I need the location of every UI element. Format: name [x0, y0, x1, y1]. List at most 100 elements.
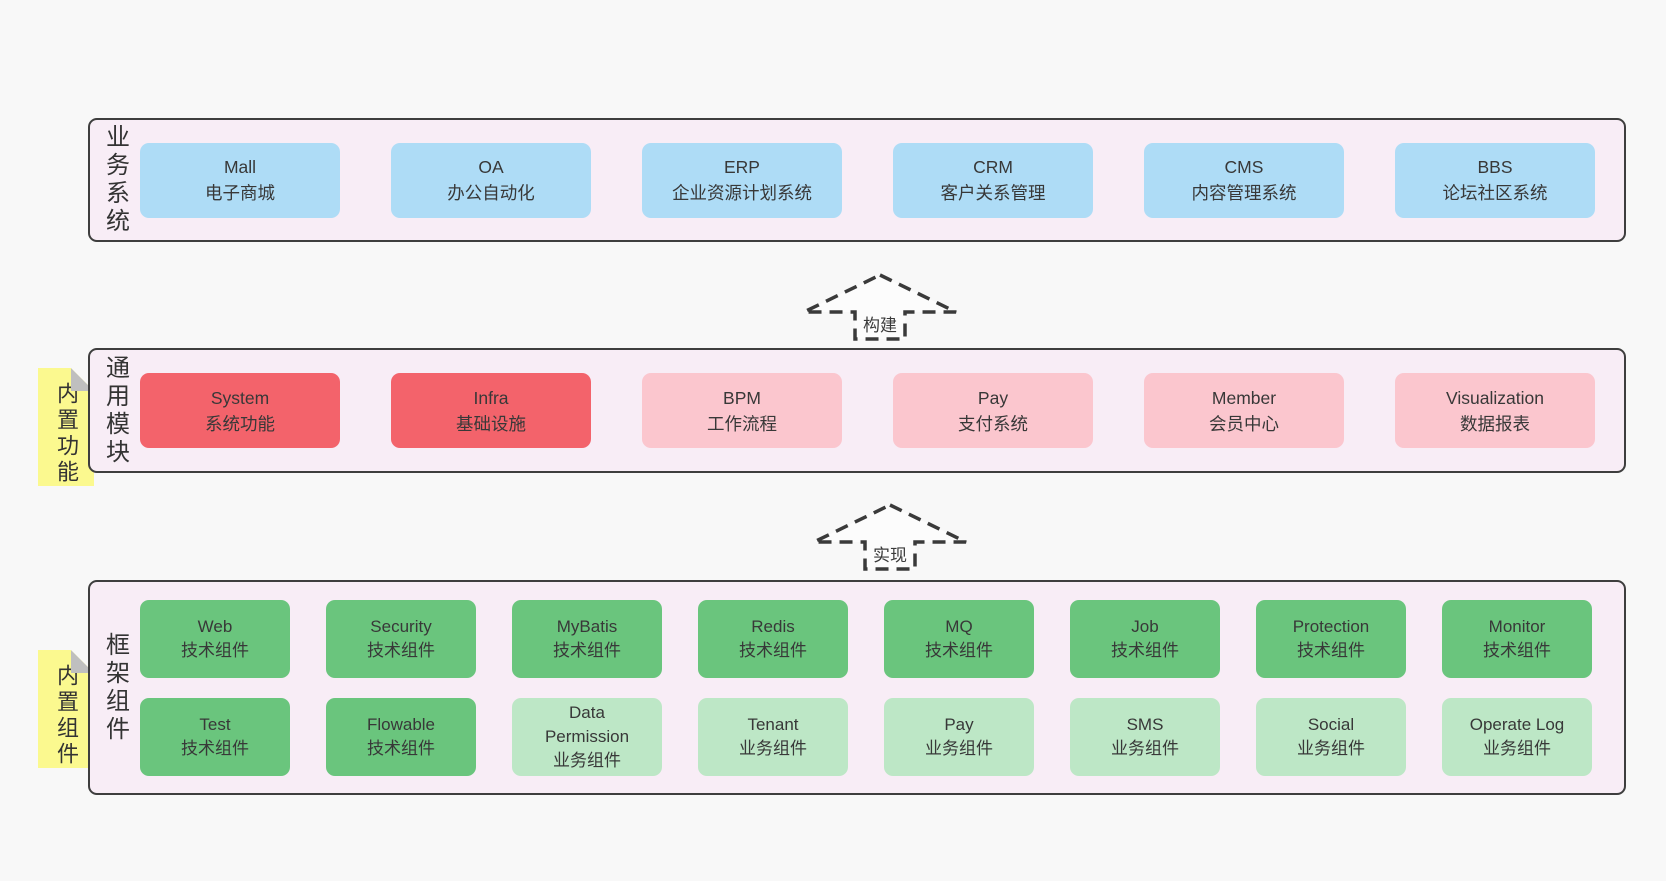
box-tenant: Tenant 业务组件 [698, 697, 848, 776]
band-label-business-systems: 业务系统 [101, 124, 129, 236]
box-mybatis: MyBatis 技术组件 [512, 599, 662, 678]
sticky-note-label: 内置功能 [54, 382, 79, 486]
arrow-up-icon [803, 273, 957, 341]
box-title: SMS [1126, 714, 1164, 734]
box-operate-log: Operate Log 业务组件 [1442, 697, 1592, 776]
band-business-systems: 业务系统 Mall 电子商城 OA 办公自动化 ERP 企业资源计划系统 CRM… [88, 118, 1626, 242]
box-subtitle: 业务组件 [1483, 738, 1551, 758]
sticky-note-built-in-features: 内置功能 [38, 368, 94, 486]
box-bbs: BBS 论坛社区系统 [1395, 142, 1595, 218]
box-subtitle: 数据报表 [1460, 413, 1530, 434]
box-web: Web 技术组件 [140, 599, 290, 678]
box-test: Test 技术组件 [140, 697, 290, 776]
box-subtitle: 技术组件 [739, 640, 807, 660]
box-job: Job 技术组件 [1070, 599, 1220, 678]
common-modules-row: System 系统功能 Infra 基础设施 BPM 工作流程 Pay 支付系统… [140, 373, 1624, 448]
box-mq: MQ 技术组件 [884, 599, 1034, 678]
box-subtitle: 客户关系管理 [940, 183, 1046, 203]
band-framework-components: 框架组件 Web 技术组件 Security 技术组件 MyBatis 技术组件… [88, 580, 1626, 795]
box-title: Test [199, 714, 231, 734]
box-subtitle: 业务组件 [1297, 738, 1365, 758]
box-oa: OA 办公自动化 [391, 142, 591, 218]
box-subtitle: 技术组件 [181, 738, 249, 758]
box-security: Security 技术组件 [326, 599, 476, 678]
box-cms: CMS 内容管理系统 [1144, 142, 1344, 218]
box-infra: Infra 基础设施 [391, 373, 591, 448]
framework-components-rows: Web 技术组件 Security 技术组件 MyBatis 技术组件 Redi… [140, 599, 1624, 776]
box-bpm: BPM 工作流程 [642, 373, 842, 448]
box-title: BBS [1477, 157, 1513, 177]
box-title: Mall [223, 157, 257, 177]
box-subtitle: 内容管理系统 [1191, 183, 1297, 203]
box-sms: SMS 业务组件 [1070, 697, 1220, 776]
box-title: Infra [473, 387, 509, 408]
box-subtitle: 业务组件 [739, 738, 807, 758]
arrow-implement: 实现 [810, 502, 970, 572]
box-subtitle: 技术组件 [367, 738, 435, 758]
box-subtitle: 技术组件 [367, 640, 435, 660]
box-title: Web [197, 616, 233, 636]
box-social: Social 业务组件 [1256, 697, 1406, 776]
arrow-build-label: 构建 [860, 310, 900, 337]
band-label-framework-components: 框架组件 [101, 631, 129, 744]
box-title: Member [1211, 387, 1277, 408]
box-title: Monitor [1488, 616, 1546, 636]
box-title: MQ [945, 616, 973, 636]
box-pay: Pay 支付系统 [893, 373, 1093, 448]
box-subtitle: 技术组件 [1483, 640, 1551, 660]
box-flowable: Flowable 技术组件 [326, 697, 476, 776]
box-title: Social [1307, 714, 1355, 734]
box-data-permission: Data Permission 业务组件 [512, 697, 662, 776]
band-label-common-modules: 通用模块 [101, 354, 129, 467]
box-subtitle: 技术组件 [1297, 640, 1365, 660]
box-redis: Redis 技术组件 [698, 599, 848, 678]
box-visualization: Visualization 数据报表 [1395, 373, 1595, 448]
box-crm: CRM 客户关系管理 [893, 142, 1093, 218]
biz-components-row: Test 技术组件 Flowable 技术组件 Data Permission … [140, 697, 1624, 776]
box-title: Protection [1292, 616, 1370, 636]
band-common-modules: 通用模块 System 系统功能 Infra 基础设施 BPM 工作流程 Pay… [88, 348, 1626, 473]
box-subtitle: 技术组件 [1111, 640, 1179, 660]
box-title: CMS [1224, 157, 1264, 177]
box-pay-component: Pay 业务组件 [884, 697, 1034, 776]
box-subtitle: 技术组件 [181, 640, 249, 660]
box-subtitle: 支付系统 [958, 413, 1028, 434]
box-subtitle: 技术组件 [925, 640, 993, 660]
box-title: Security [370, 616, 432, 636]
box-member: Member 会员中心 [1144, 373, 1344, 448]
box-subtitle: 办公自动化 [447, 183, 535, 203]
box-mall: Mall 电子商城 [140, 142, 340, 218]
box-subtitle: 论坛社区系统 [1442, 183, 1548, 203]
business-systems-row: Mall 电子商城 OA 办公自动化 ERP 企业资源计划系统 CRM 客户关系… [140, 142, 1624, 218]
box-title: Pay [944, 714, 974, 734]
box-subtitle: 技术组件 [553, 640, 621, 660]
arrow-up-icon [813, 503, 967, 571]
box-subtitle: 工作流程 [707, 413, 777, 434]
box-subtitle: 基础设施 [456, 413, 526, 434]
box-subtitle: 会员中心 [1209, 413, 1279, 434]
box-subtitle: 业务组件 [925, 738, 993, 758]
box-title: Tenant [747, 714, 799, 734]
box-title: Operate Log [1469, 714, 1565, 734]
box-title: Visualization [1446, 387, 1544, 408]
box-title: System [210, 387, 270, 408]
box-title: Redis [751, 616, 795, 636]
box-title: CRM [973, 157, 1013, 177]
box-title: Pay [977, 387, 1009, 408]
box-title: OA [478, 157, 504, 177]
box-subtitle: 电子商城 [205, 183, 275, 203]
box-title: ERP [724, 157, 760, 177]
box-protection: Protection 技术组件 [1256, 599, 1406, 678]
box-title: MyBatis [556, 616, 618, 636]
box-title: BPM [723, 387, 761, 408]
box-subtitle: 企业资源计划系统 [672, 183, 812, 203]
arrow-implement-label: 实现 [870, 540, 910, 567]
box-subtitle: 业务组件 [1111, 738, 1179, 758]
sticky-note-label: 内置组件 [54, 664, 79, 768]
box-subtitle: 业务组件 [553, 750, 621, 770]
box-title: Data Permission [544, 702, 630, 746]
arrow-build: 构建 [800, 272, 960, 342]
box-title: Job [1131, 616, 1159, 636]
box-subtitle: 系统功能 [205, 413, 275, 434]
